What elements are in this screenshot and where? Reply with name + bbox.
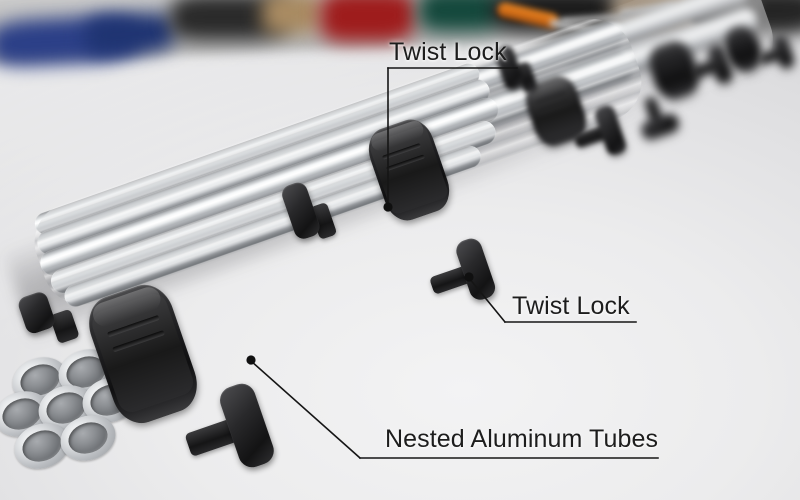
annotation-label-twist-lock-top: Twist Lock (389, 38, 507, 66)
annotation-label-nested-aluminum-tubes: Nested Aluminum Tubes (385, 425, 659, 453)
background-blur-green-object (418, 0, 504, 32)
background-blur-tan-object (262, 0, 322, 34)
background-blur-blue-object-2 (84, 11, 176, 57)
background-blur-red-object (320, 0, 416, 42)
annotation-label-twist-lock-handle: Twist Lock (512, 292, 630, 320)
